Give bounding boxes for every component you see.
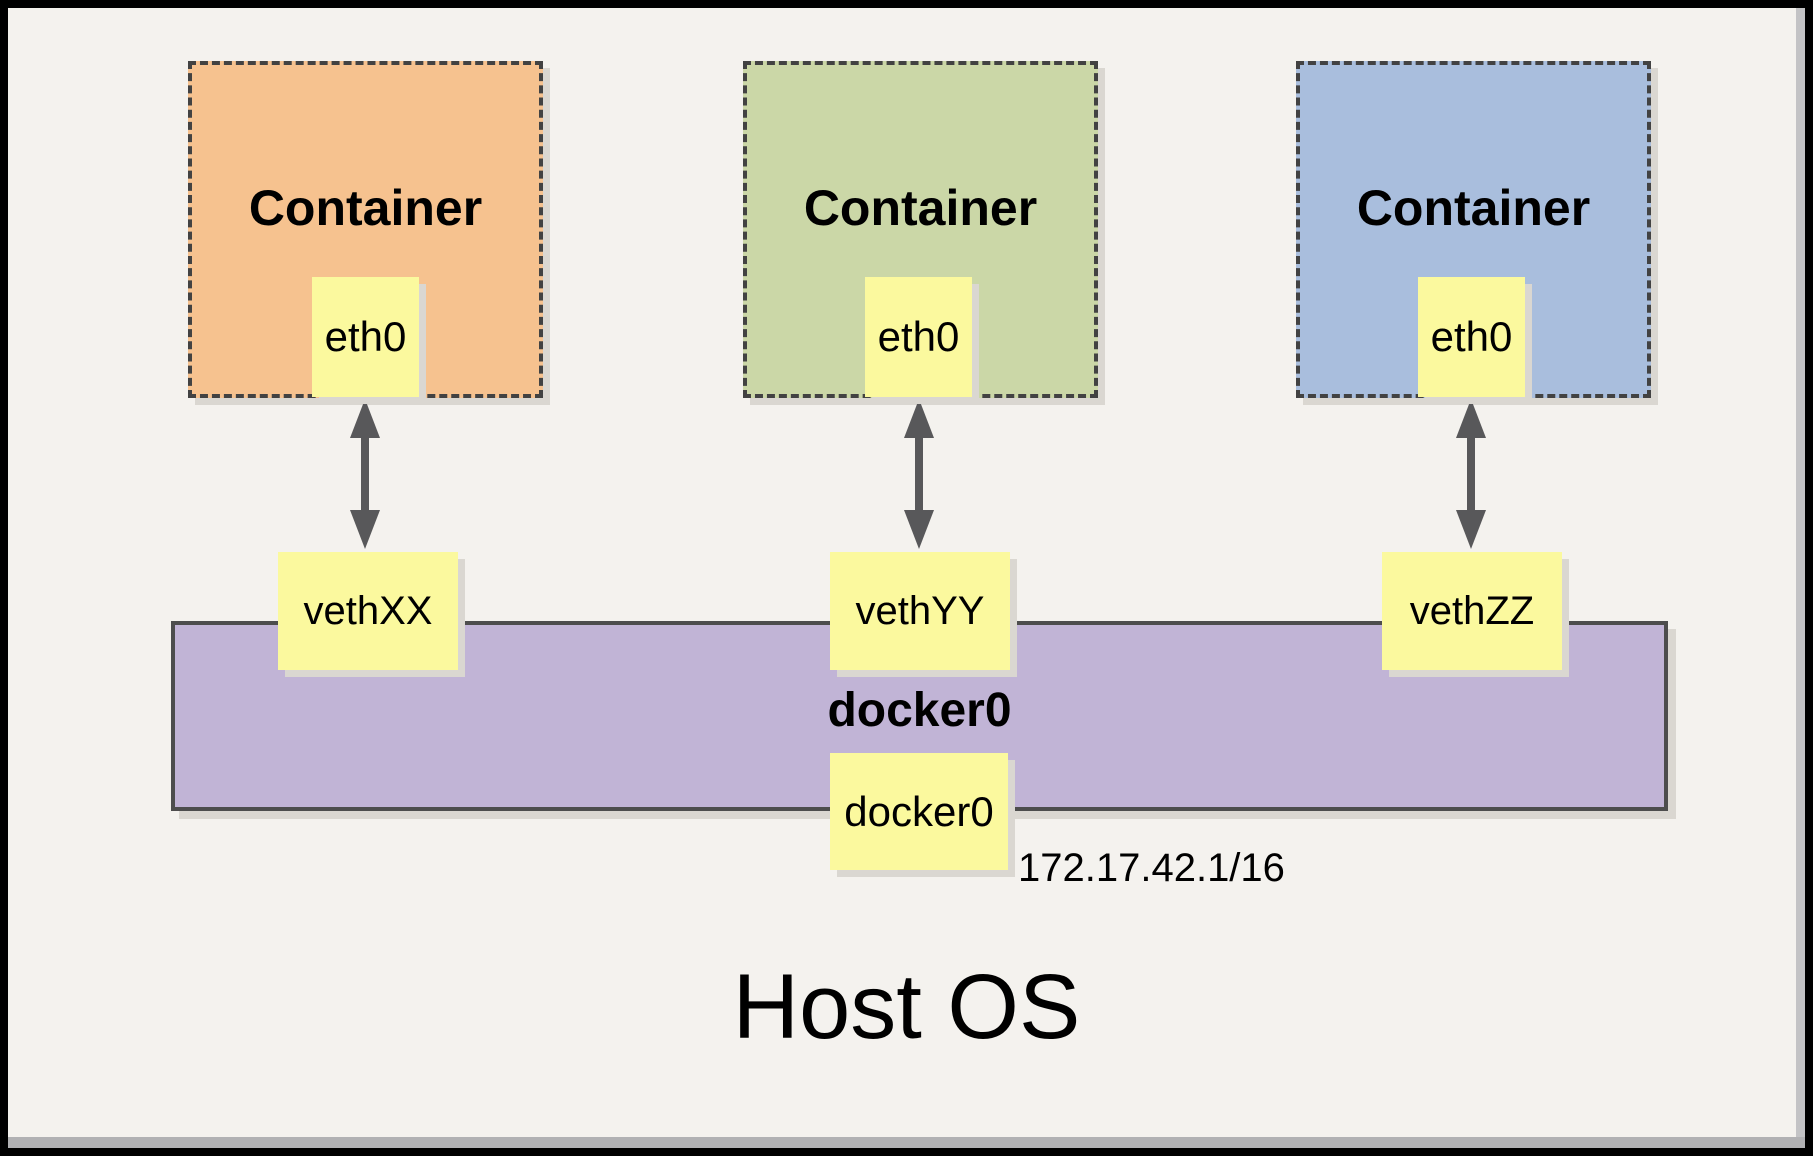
container-label: Container	[1356, 180, 1591, 236]
host-os-label: Host OS	[732, 956, 1081, 1058]
veth-interface-box-3: vethZZ	[1382, 552, 1562, 670]
container-label: Container	[248, 180, 483, 236]
eth0-interface-box-1: eth0	[312, 277, 419, 397]
eth0-veth-arrow-icon-3	[1456, 399, 1486, 549]
docker0-bridge-label: docker0	[827, 684, 1012, 737]
veth-interface-box-1: vethXX	[278, 552, 458, 670]
eth0-interface-box-3: eth0	[1418, 277, 1525, 397]
docker0-interface-label: docker0	[844, 787, 994, 835]
eth0-label: eth0	[877, 313, 960, 360]
container-label: Container	[803, 180, 1038, 236]
eth0-veth-arrow-icon-1	[350, 399, 380, 549]
bridge-ip-label: 172.17.42.1/16	[1018, 846, 1285, 890]
eth0-label: eth0	[324, 313, 407, 360]
veth-label: vethZZ	[1409, 588, 1535, 633]
veth-label: vethYY	[855, 588, 985, 633]
eth0-interface-box-2: eth0	[865, 277, 972, 397]
eth0-label: eth0	[1430, 313, 1513, 360]
veth-label: vethXX	[303, 588, 433, 633]
eth0-veth-arrow-icon-2	[904, 399, 934, 549]
veth-interface-box-2: vethYY	[830, 552, 1010, 670]
docker0-interface-box: docker0	[830, 753, 1008, 870]
